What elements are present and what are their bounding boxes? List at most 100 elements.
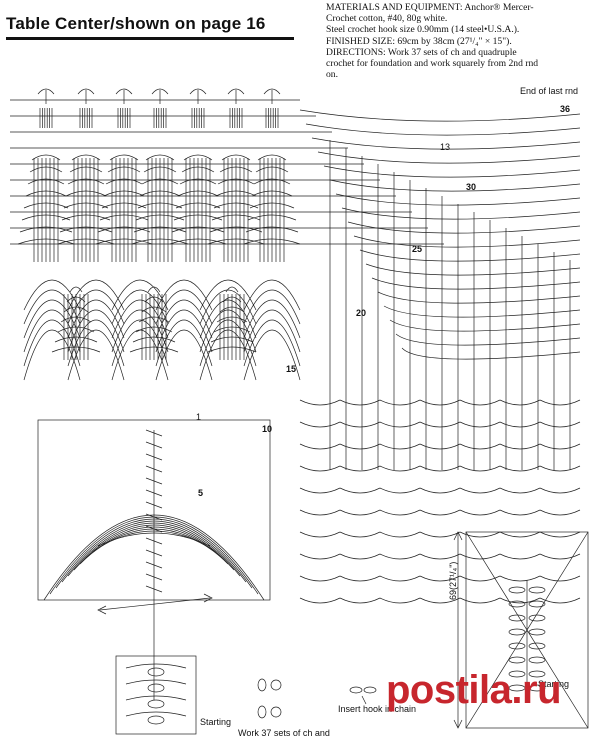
chain-arc <box>379 531 421 538</box>
chain-arc <box>419 509 461 516</box>
chain-arc <box>379 443 421 450</box>
fan-arc <box>151 88 169 95</box>
chain-arc <box>539 509 581 516</box>
materials-line: crochet for foundation and work squarely… <box>326 58 539 70</box>
materials-line: FINISHED SIZE: 69cm by 38cm (27¹/₄" × 15… <box>326 35 512 47</box>
chain-oval <box>257 678 267 692</box>
arch-arc <box>155 319 213 367</box>
arch-arc <box>243 299 301 339</box>
chain-arc <box>379 553 421 560</box>
chain-arc <box>419 443 461 450</box>
starting-label-right: Starting <box>538 679 570 689</box>
radial-arc <box>347 221 581 234</box>
materials-line: DIRECTIONS: Work 37 sets of ch and quadr… <box>326 46 517 58</box>
end-of-last-rnd-label: End of last rnd <box>520 86 579 96</box>
leaf-oval <box>508 656 526 664</box>
chain-arc <box>339 399 381 406</box>
chain-arc <box>299 597 341 604</box>
chain-arc <box>459 553 501 560</box>
fan-arc <box>115 88 133 95</box>
chain-arc <box>499 465 541 472</box>
circle-1-icon <box>270 706 282 718</box>
chain-oval <box>147 667 165 677</box>
round-number-20: 20 <box>356 308 367 318</box>
chain-arc <box>459 575 501 582</box>
round-number-25: 25 <box>412 244 423 254</box>
leaf-oval <box>528 670 546 678</box>
title-block: Table Center/shown on page 16 <box>6 14 294 40</box>
chain-arc <box>459 531 501 538</box>
arrow-line <box>99 597 211 611</box>
chain-arc <box>419 531 461 538</box>
chain-arc <box>299 531 341 538</box>
chain-arc <box>539 597 581 604</box>
chain-oval <box>257 705 267 719</box>
chain-arc <box>339 421 381 428</box>
chain-arc <box>419 575 461 582</box>
leaf-oval <box>528 628 546 636</box>
radial-arc <box>377 291 581 304</box>
arch-arc <box>23 319 81 367</box>
chain-arc <box>539 399 581 406</box>
arch-arc <box>23 299 81 339</box>
radial-arc <box>395 333 581 346</box>
radial-arc <box>371 277 581 290</box>
radial-arc <box>329 179 581 192</box>
chain-arc <box>299 421 341 428</box>
arch-arc <box>23 279 81 311</box>
chain-arc <box>499 421 541 428</box>
radial-arc <box>323 165 581 178</box>
chain-oval <box>147 699 165 709</box>
arrow-head <box>97 605 107 615</box>
arch-arc <box>67 319 125 367</box>
chain-oval <box>363 686 377 694</box>
chain-arc <box>379 575 421 582</box>
detail-box <box>115 655 197 735</box>
arch-arc <box>155 279 213 311</box>
radial-arc <box>341 207 581 220</box>
materials-line: on. <box>326 69 338 81</box>
chain-arc <box>379 597 421 604</box>
leaf-oval <box>528 614 546 622</box>
chain-arc <box>299 509 341 516</box>
detail-arc <box>125 679 187 685</box>
arch-arc <box>23 329 81 381</box>
radial-arc <box>299 109 581 122</box>
circle-2-icon <box>270 679 282 691</box>
detail-arc <box>125 663 187 669</box>
round-number-10: 10 <box>262 424 273 434</box>
starting-label-left: Starting <box>200 717 232 727</box>
page-title: Table Center/shown on page 16 <box>6 14 266 33</box>
chain-arc <box>499 399 541 406</box>
arrow-head <box>203 593 213 603</box>
chain-arc <box>379 509 421 516</box>
fan-arc <box>263 88 281 95</box>
round-number-1: 1 <box>196 412 202 422</box>
chain-oval <box>349 686 363 694</box>
chain-arc <box>459 443 501 450</box>
materials-line: MATERIALS AND EQUIPMENT: Anchor® Mercer- <box>326 2 534 13</box>
arch-arc <box>111 299 169 339</box>
dimension-label: 69(27¹/₄") <box>448 561 458 600</box>
fan-arc <box>189 88 207 95</box>
round-number-13: 13 <box>440 142 451 152</box>
chain-arc <box>539 421 581 428</box>
chain-arc <box>419 399 461 406</box>
radial-arc <box>365 263 581 276</box>
radial-arc <box>383 305 581 318</box>
arch-arc <box>155 329 213 381</box>
leaf-oval <box>528 656 546 664</box>
chain-arc <box>379 465 421 472</box>
arch-arc <box>67 299 125 339</box>
arrow-head <box>453 531 463 541</box>
arrow-head <box>453 719 463 729</box>
chain-arc <box>499 553 541 560</box>
chain-arc <box>339 487 381 494</box>
radial-arc <box>401 347 581 360</box>
arch-arc <box>243 279 301 311</box>
chain-arc <box>419 553 461 560</box>
materials-line: Crochet cotton, #40, 80g white. <box>326 13 448 25</box>
work-sets-label: Work 37 sets of ch and <box>238 728 330 738</box>
chain-arc <box>499 531 541 538</box>
